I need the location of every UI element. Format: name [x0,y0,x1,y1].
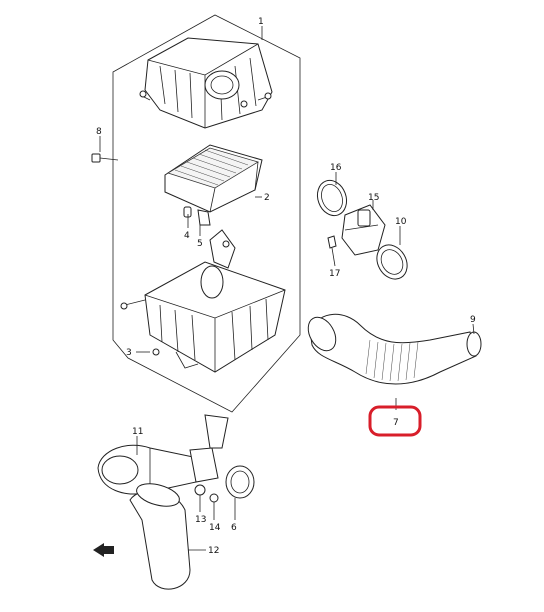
clip-4 [183,206,192,218]
clamp-6 [225,465,255,499]
callout-15: 15 [368,193,379,203]
callout-10: 10 [395,217,407,227]
intake-hose-7 [307,313,482,385]
callout-1: 1 [258,17,264,27]
grommet-14 [209,493,219,503]
air-cleaner-cover [139,37,273,129]
highlight-box-7 [368,405,422,437]
bracket-5 [197,209,211,226]
air-cleaner-case [120,229,286,373]
callout-16: 16 [330,163,342,173]
front-arrow-icon [93,543,114,557]
bolt-13 [194,484,206,496]
callout-2: 2 [264,193,270,203]
callout-17: 17 [329,269,340,279]
callout-3: 3 [126,348,132,358]
callout-4: 4 [184,231,190,241]
callout-7: 7 [393,418,399,428]
assembly-outline [112,14,301,413]
callout-11: 11 [132,427,143,437]
callout-5: 5 [197,239,203,249]
callout-14: 14 [209,523,221,533]
clamp-ring-10 [376,244,408,280]
callout-9: 9 [470,315,476,325]
bolt-8 [91,153,101,163]
callout-12: 12 [208,546,219,556]
maf-sensor-15 [341,204,386,256]
seal-ring-16 [316,179,348,217]
inlet-resonator-11 [97,414,229,495]
air-filter-element [164,144,263,213]
leader-lines [99,26,475,551]
callout-13: 13 [195,515,206,525]
callout-6: 6 [231,523,237,533]
callout-8: 8 [96,127,102,137]
screw-17 [327,235,337,249]
